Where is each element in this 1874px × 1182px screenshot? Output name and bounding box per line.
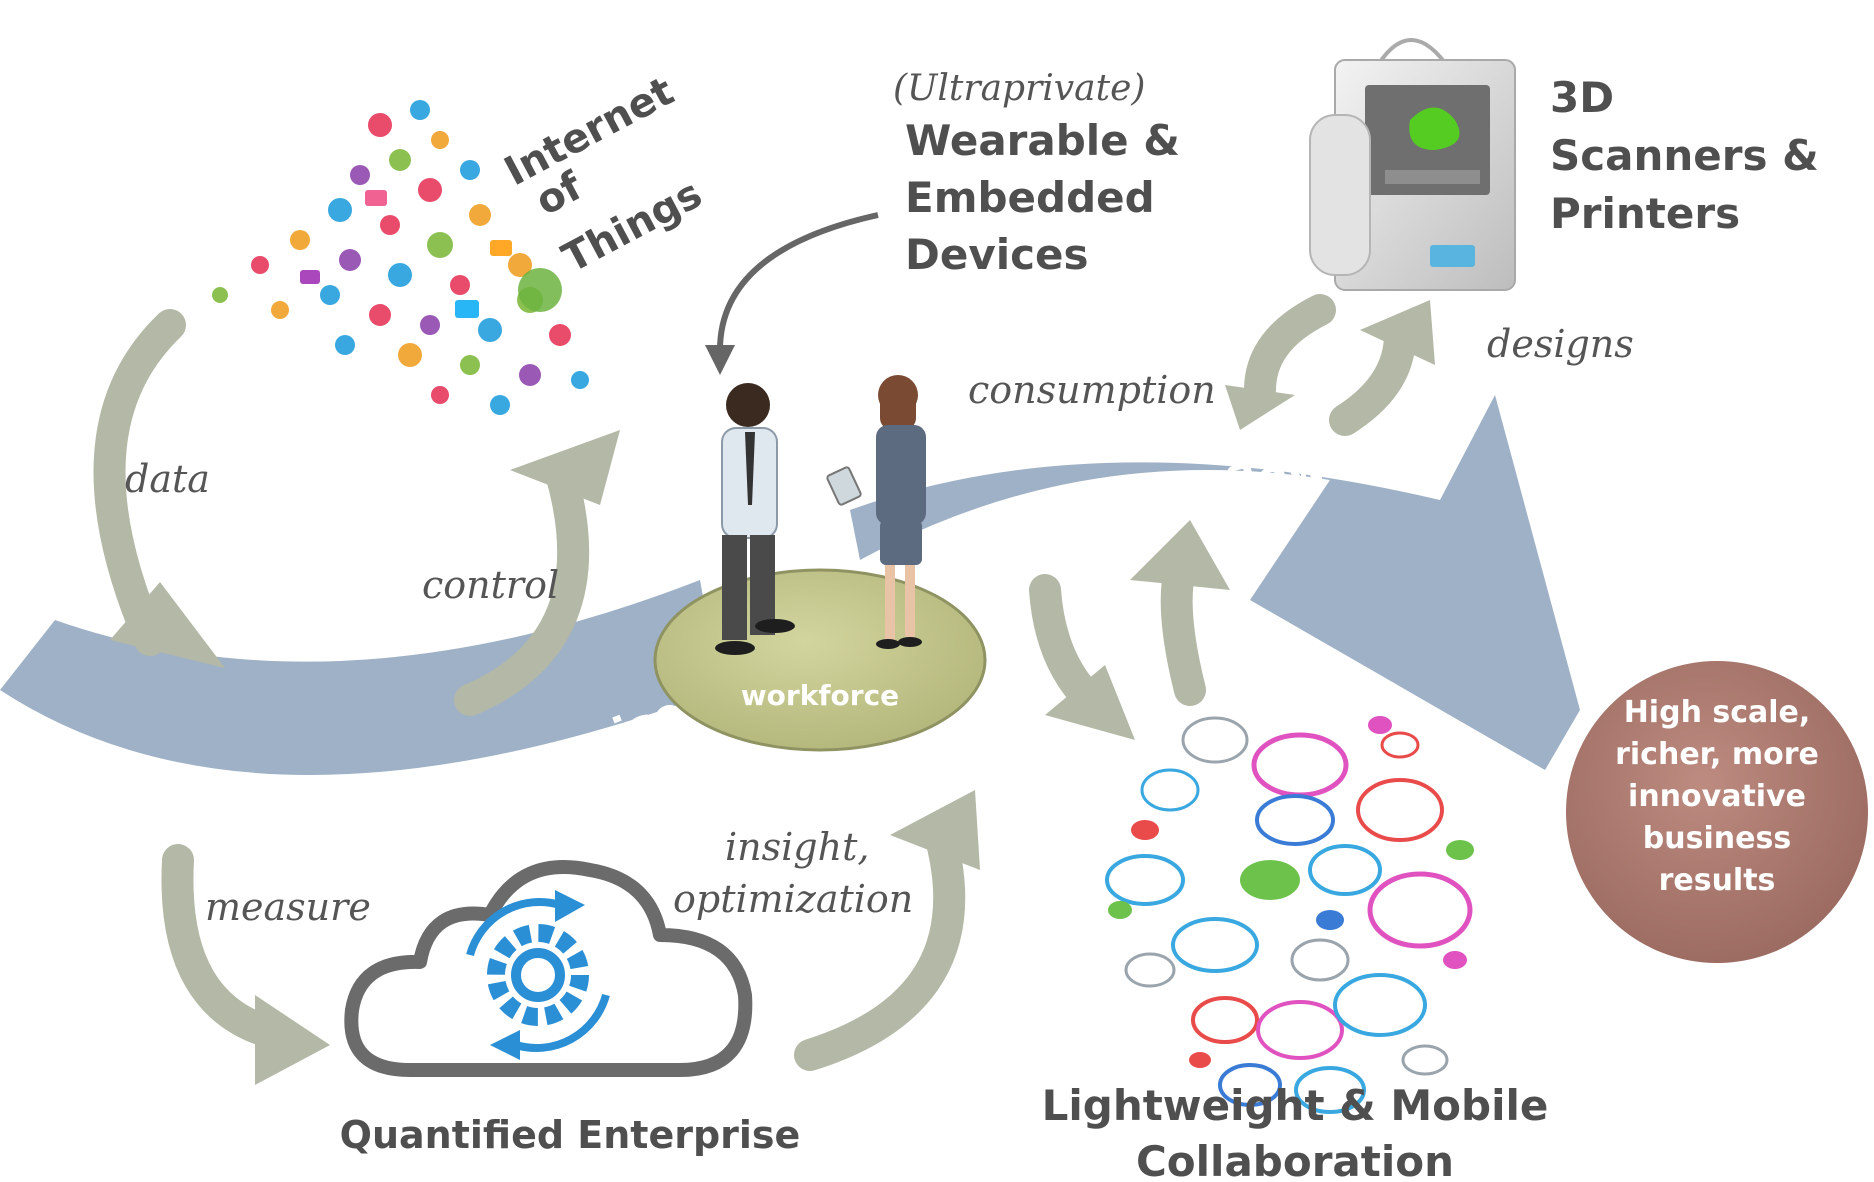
iot-label-line1: Internet [497, 68, 681, 195]
gear-icon [466, 890, 610, 1060]
enterprise-flow-band [0, 580, 720, 775]
collaboration-label-line2: Collaboration [1136, 1137, 1454, 1182]
arrow-insight [794, 819, 966, 1071]
edge-label-data: data [125, 457, 210, 501]
printers-label-line3: Printers [1550, 189, 1740, 238]
printers-label-line2: Scanners & [1550, 131, 1819, 180]
iot-icon-cloud [212, 100, 589, 415]
collaboration-speech-bubbles [1105, 716, 1474, 1114]
results-label-line2: richer, more [1615, 737, 1819, 772]
woman-figure [826, 375, 926, 649]
results-label-line4: business [1643, 821, 1791, 856]
arrow-measure [161, 844, 296, 1051]
man-figure [715, 383, 795, 655]
printers-label-line1: 3D [1550, 73, 1614, 122]
edge-label-measure: measure [205, 885, 371, 929]
arrow-designs [1329, 319, 1416, 436]
collaboration-label-line1: Lightweight & Mobile [1042, 1081, 1549, 1130]
arrow-control [454, 454, 590, 716]
results-label-line1: High scale, [1624, 695, 1811, 730]
wearable-qualifier: (Ultraprivate) [893, 68, 1145, 109]
arrow-consumption [1244, 294, 1336, 406]
edge-label-control: control [422, 563, 559, 607]
wearable-pointer-arrow [705, 212, 879, 375]
quantified-enterprise-cloud [344, 860, 753, 1077]
knowledge-flow-band [850, 395, 1580, 770]
results-circle [1560, 655, 1874, 969]
arrow-from-collab [1160, 554, 1206, 706]
wearable-label-line2: Embedded [905, 173, 1155, 222]
results-label-line5: results [1659, 863, 1776, 898]
cycle-arrows [93, 294, 1416, 1071]
edge-label-insight-line1: insight, [725, 825, 869, 869]
workforce-label: workforce [741, 679, 899, 712]
iot-label: Internet [497, 68, 681, 195]
arrow-heads [110, 300, 1435, 1085]
edge-label-consumption: consumption [968, 368, 1216, 412]
wearable-label-line1: Wearable & [905, 116, 1180, 165]
edge-label-insight-line2: optimization [673, 877, 913, 921]
wearable-label-line3: Devices [905, 230, 1089, 279]
workforce-platform [653, 568, 987, 752]
3d-printer-image [1309, 38, 1516, 291]
arrow-data [93, 309, 186, 656]
quantified-enterprise-label: Quantified Enterprise [340, 1113, 801, 1157]
results-label-line3: innovative [1628, 779, 1806, 814]
edge-label-designs: designs [1487, 322, 1634, 366]
